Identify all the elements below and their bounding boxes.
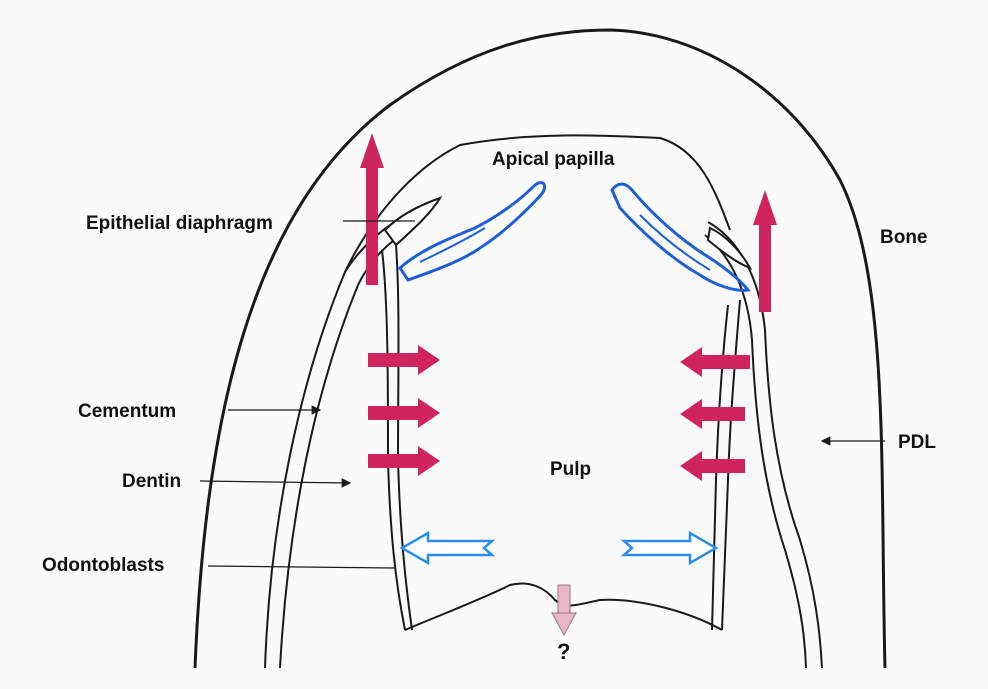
label-cementum: Cementum: [78, 402, 176, 421]
right-up-arrow: [753, 190, 777, 312]
left-inward-arrows: [368, 345, 440, 476]
left-root-odontoblast-wall: [396, 245, 412, 630]
bone-outline: [195, 30, 885, 668]
label-bone: Bone: [880, 228, 928, 247]
left-outward-blue-arrow: [402, 533, 492, 563]
left-root-cementum-inner: [280, 230, 410, 668]
dentin-leader: [200, 481, 350, 483]
right-inward-arrows: [680, 347, 750, 481]
right-blue-sheath-inner: [640, 215, 710, 270]
left-root-cementum-outer: [265, 215, 408, 668]
right-outward-blue-arrow: [624, 533, 716, 563]
left-root-dentin-wall: [382, 250, 405, 630]
label-dentin: Dentin: [122, 472, 181, 491]
left-blue-sheath: [400, 183, 545, 280]
label-pulp: Pulp: [550, 460, 591, 479]
label-question-mark: ?: [557, 641, 570, 663]
right-root-cementum-inner: [705, 235, 806, 668]
label-epithelial-diaphragm: Epithelial diaphragm: [86, 214, 273, 233]
label-pdl: PDL: [898, 433, 936, 452]
left-blue-sheath-inner: [420, 228, 485, 262]
label-apical-papilla: Apical papilla: [492, 150, 614, 169]
odontoblasts-leader: [208, 566, 396, 568]
down-arrow: [552, 585, 576, 635]
label-odontoblasts: Odontoblasts: [42, 556, 164, 575]
left-up-arrow: [360, 133, 384, 285]
